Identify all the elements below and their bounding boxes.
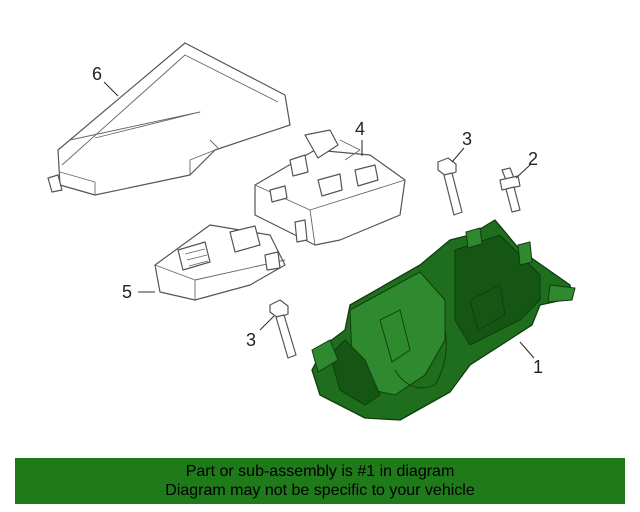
leader-3a	[451, 147, 465, 163]
part-1-bracket	[311, 219, 576, 421]
part-3-bolt-upper	[437, 157, 463, 216]
callout-6: 6	[92, 64, 102, 84]
part-5-fuse-block	[154, 224, 286, 301]
callout-2: 2	[528, 149, 538, 169]
leader-3b	[259, 315, 275, 331]
leader-1	[519, 341, 535, 359]
leader-2	[515, 164, 531, 179]
part-3-bolt-lower	[269, 299, 297, 359]
part-4-relay-box	[254, 129, 406, 246]
part-2-stud	[499, 167, 521, 213]
footer-line-1: Part or sub-assembly is #1 in diagram	[185, 463, 455, 480]
footer-line-2: Diagram may not be specific to your vehi…	[165, 482, 475, 499]
parts-diagram: 6 4 5 3 3	[47, 42, 576, 421]
callout-5: 5	[122, 282, 132, 302]
callout-3a: 3	[462, 129, 472, 149]
leader-6	[103, 81, 119, 97]
part-6-cover	[47, 42, 291, 196]
callout-3b: 3	[246, 330, 256, 350]
callout-4: 4	[355, 119, 365, 139]
callout-1: 1	[533, 357, 543, 377]
footer-banner: Part or sub-assembly is #1 in diagram Di…	[15, 458, 625, 504]
